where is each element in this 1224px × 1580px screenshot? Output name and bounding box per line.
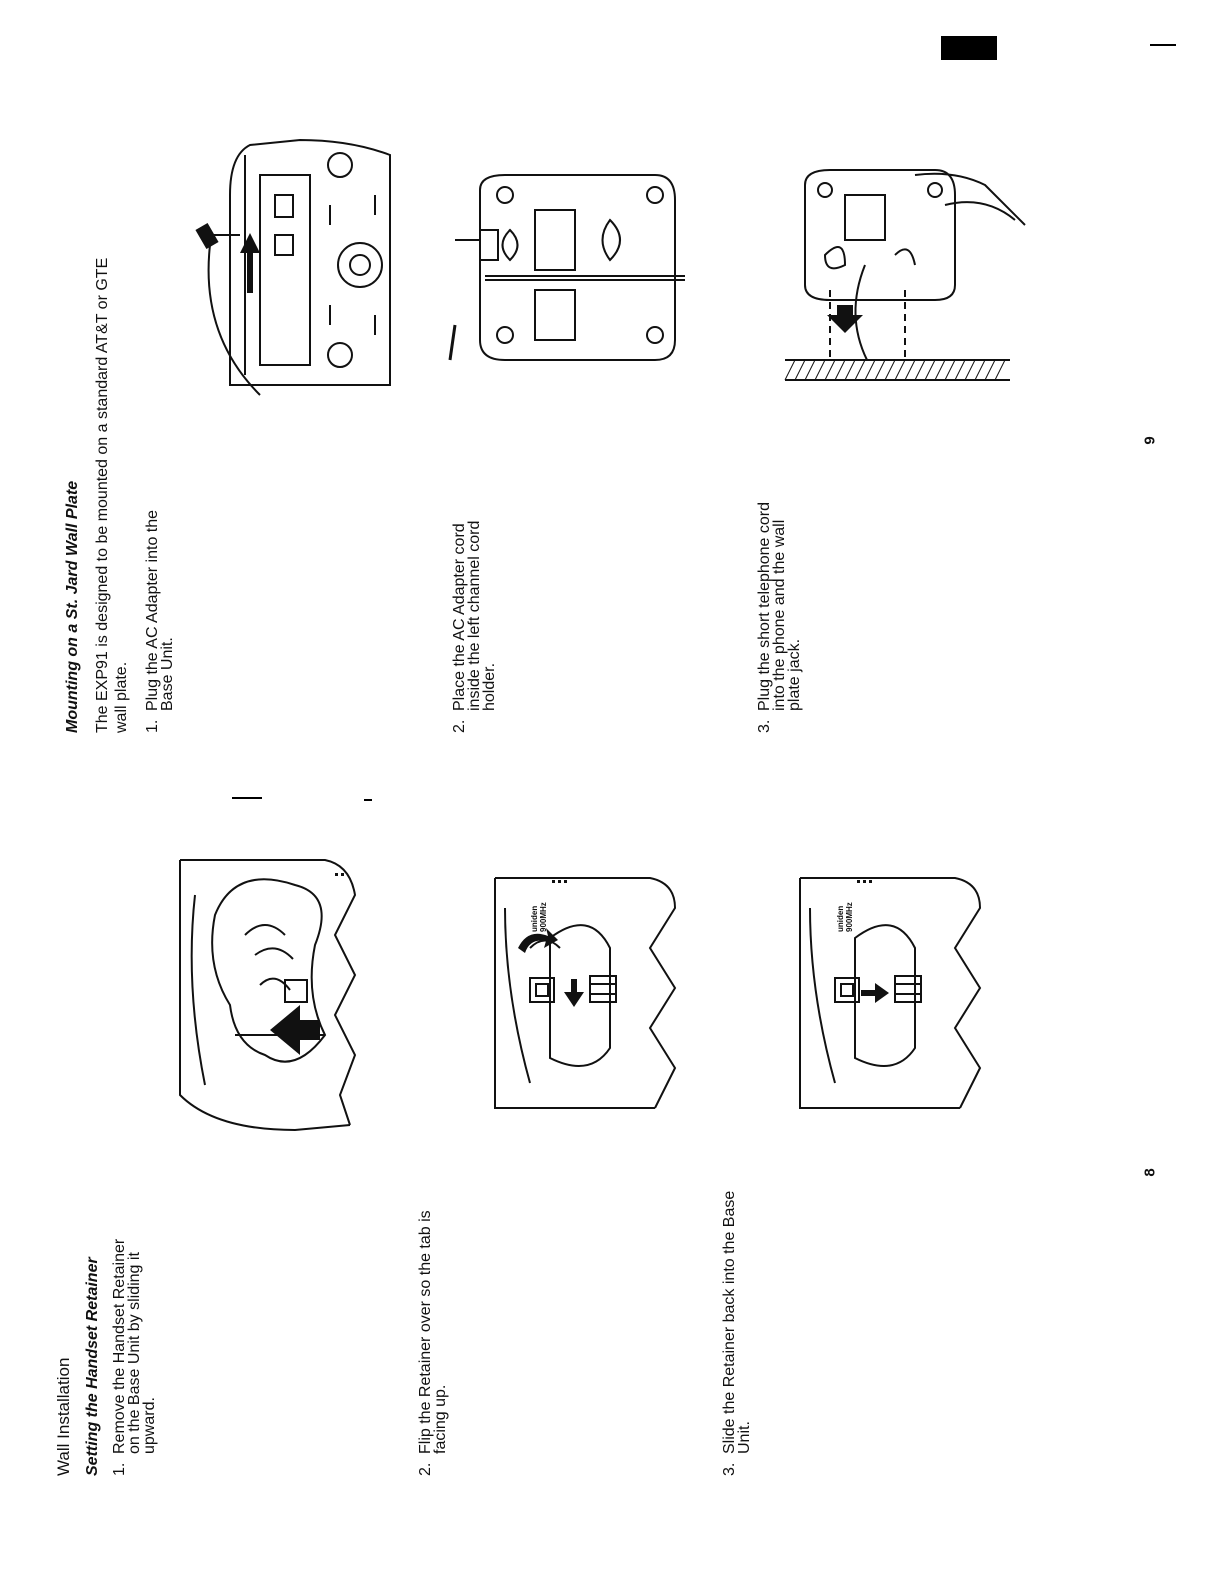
scan-line-mark xyxy=(1150,44,1176,46)
scan-line-mark-3 xyxy=(364,799,372,801)
right-page-subheading: Mounting on a St. Jard Wall Plate xyxy=(64,480,81,733)
illustration-plug-wall-jack xyxy=(784,169,1026,381)
illustration-remove-retainer xyxy=(179,859,357,1132)
scan-line-mark-2 xyxy=(232,797,262,799)
step-text: Plug the short telephone cord into the p… xyxy=(756,501,803,711)
illustration-plug-ac-adapter xyxy=(195,138,391,396)
step-number: 3. xyxy=(756,719,773,733)
right-page-intro-line1: The EXP91 is designed to be mounted on a… xyxy=(94,257,111,733)
step-text: Flip the Retainer over so the tab is fac… xyxy=(417,1210,449,1454)
right-step-2: 2. Place the AC Adapter cord inside the l… xyxy=(451,433,498,733)
step-text: Slide the Retainer back into the Base Un… xyxy=(721,1190,753,1454)
left-page-number: 8 xyxy=(1141,1168,1159,1177)
right-step-1: 1. Plug the AC Adapter into the Base Unit… xyxy=(144,433,176,733)
step-text: Plug the AC Adapter into the Base Unit. xyxy=(144,509,176,711)
illustration-flip-retainer xyxy=(494,877,677,1109)
illustration-slide-retainer xyxy=(799,877,982,1109)
step-text: Remove the Handset Retainer on the Base … xyxy=(111,1238,158,1454)
left-page-subheading: Setting the Handset Retainer xyxy=(84,1257,101,1476)
step-number: 3. xyxy=(721,1462,738,1476)
brand-label-2: uniden 900MHz xyxy=(836,902,854,932)
step-number: 2. xyxy=(417,1462,434,1476)
right-step-3: 3. Plug the short telephone cord into the… xyxy=(756,433,803,733)
step-text: Place the AC Adapter cord inside the lef… xyxy=(451,520,498,711)
left-step-1: 1. Remove the Handset Retainer on the Bas… xyxy=(111,1176,158,1476)
left-step-3: 3. Slide the Retainer back into the Base … xyxy=(721,1146,753,1476)
step-number: 2. xyxy=(451,719,468,733)
scan-black-mark xyxy=(941,36,997,60)
brand-label-1: uniden 900MHz xyxy=(530,902,548,932)
left-page-heading: Wall Installation xyxy=(54,1357,73,1476)
illustration-cord-holder xyxy=(448,174,685,361)
left-step-2: 2. Flip the Retainer over so the tab is f… xyxy=(417,1146,449,1476)
right-page-intro-line2: wall plate. xyxy=(113,661,130,733)
step-number: 1. xyxy=(144,719,161,733)
right-page-number: 9 xyxy=(1141,436,1159,445)
step-number: 1. xyxy=(111,1462,128,1476)
